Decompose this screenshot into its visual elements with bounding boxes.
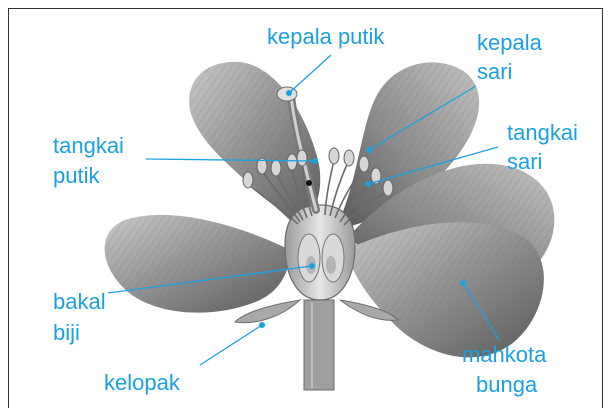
label-filament-line1: tangkai <box>507 120 578 146</box>
ovary <box>285 205 355 300</box>
label-filament-line2: sari <box>507 149 542 175</box>
petal-left <box>105 215 290 313</box>
label-ovule-line1: bakal <box>53 289 106 315</box>
label-petal-line1: mahkota <box>462 342 546 368</box>
label-petal-line2: bunga <box>476 372 537 398</box>
label-style-line1: tangkai <box>53 133 124 159</box>
label-style-line2: putik <box>53 163 99 189</box>
label-ovule-line2: biji <box>53 320 80 346</box>
leader-sepal <box>200 325 262 365</box>
label-anther-line2: sari <box>477 59 512 85</box>
leader-stigma <box>289 55 331 93</box>
petal-lower-right <box>345 222 544 357</box>
flower-stalk <box>304 300 334 390</box>
label-anther-line1: kepala <box>477 30 542 56</box>
style-marker-dot <box>306 180 312 186</box>
label-sepal: kelopak <box>104 370 180 396</box>
label-stigma: kepala putik <box>267 24 384 50</box>
